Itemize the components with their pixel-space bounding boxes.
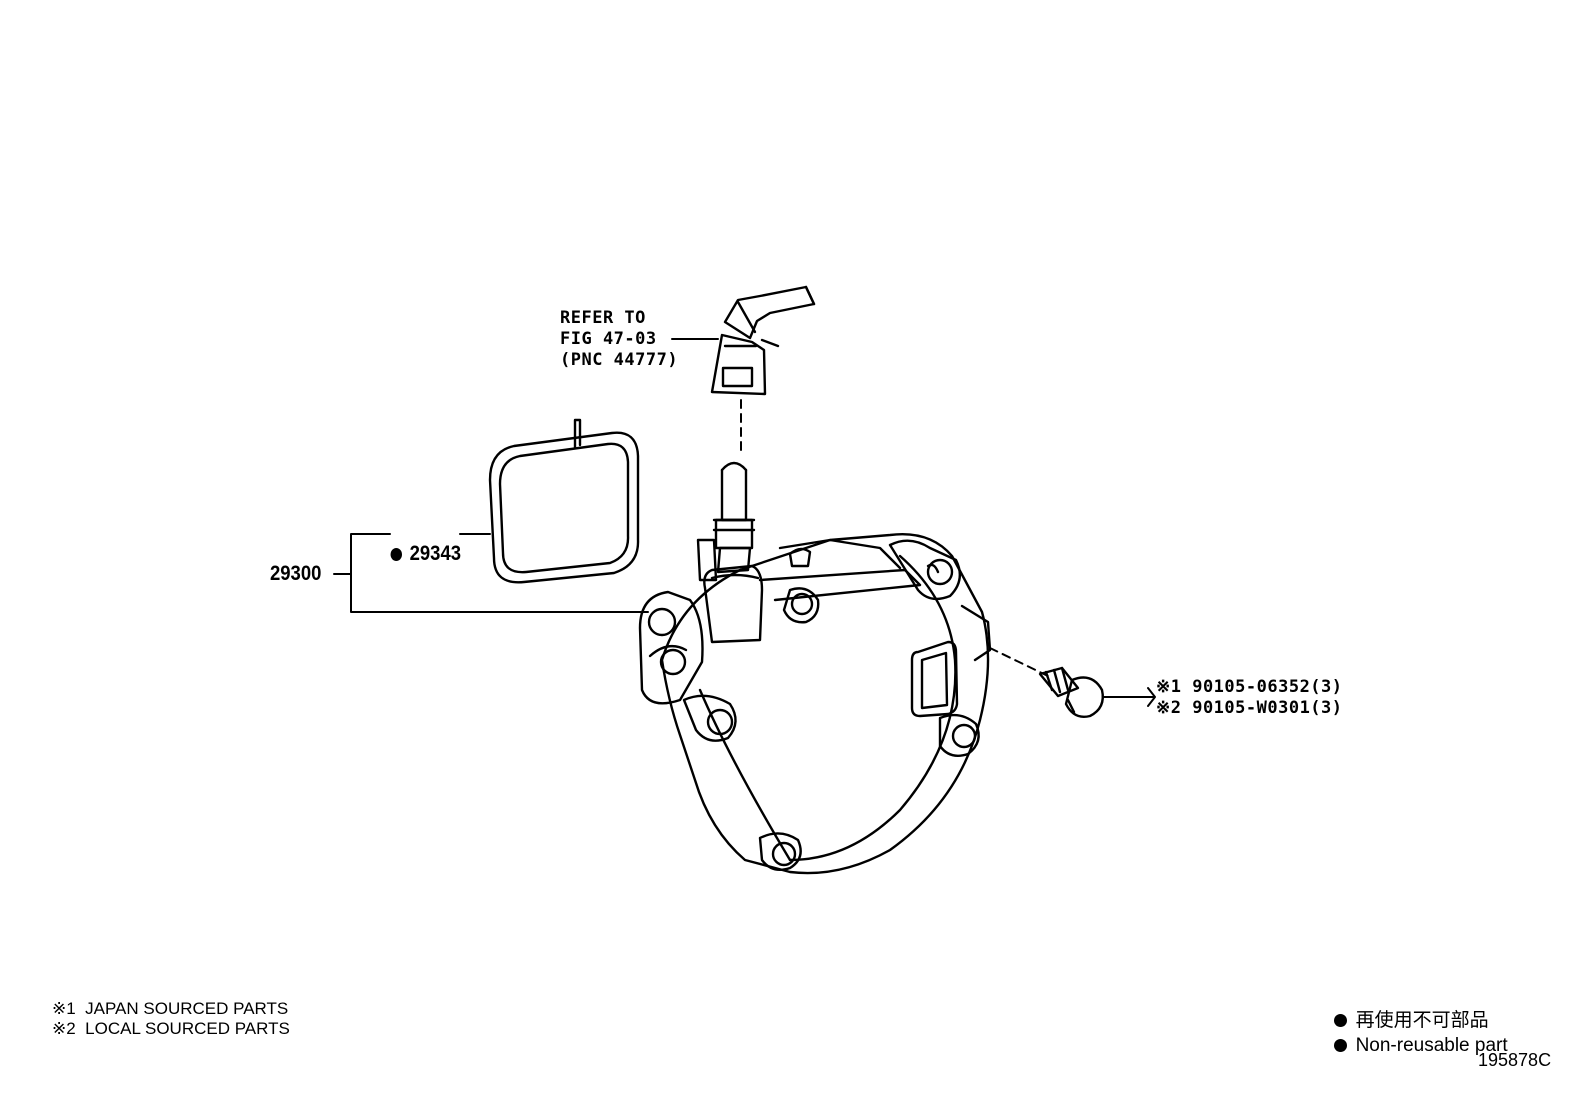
part-number-gasket[interactable]: 29343 <box>380 522 461 564</box>
leader-bolt <box>1102 687 1156 707</box>
legend-jp: 再使用不可部品 <box>1323 992 1489 1030</box>
refer-line-2: FIG 47-03 <box>560 329 657 349</box>
figure-id: 195878C <box>1478 1050 1552 1070</box>
legend-dot-icon <box>1333 1039 1347 1052</box>
vacuum-pump <box>638 461 992 875</box>
dashed-leader-bolt <box>989 647 1049 677</box>
gasket-ring <box>488 418 640 584</box>
hose-connector <box>710 285 816 396</box>
refer-line-1: REFER TO <box>560 308 646 328</box>
legend-dot-icon <box>1333 1014 1347 1027</box>
non-reusable-dot-icon <box>390 548 402 561</box>
refer-line-3: (PNC 44777) <box>560 350 679 370</box>
note-japan-sourced: ※1 JAPAN SOURCED PARTS <box>52 999 289 1018</box>
part-number-bolt-1[interactable]: ※1 90105-06352(3) <box>1156 677 1343 697</box>
part-number-bolt-2[interactable]: ※2 90105-W0301(3) <box>1156 698 1343 718</box>
note-local-sourced: ※2 LOCAL SOURCED PARTS <box>52 1019 290 1038</box>
legend-en: Non-reusable part <box>1323 1017 1508 1055</box>
part-number-assembly[interactable]: 29300 <box>270 562 322 585</box>
flange-bolt <box>1038 666 1104 718</box>
